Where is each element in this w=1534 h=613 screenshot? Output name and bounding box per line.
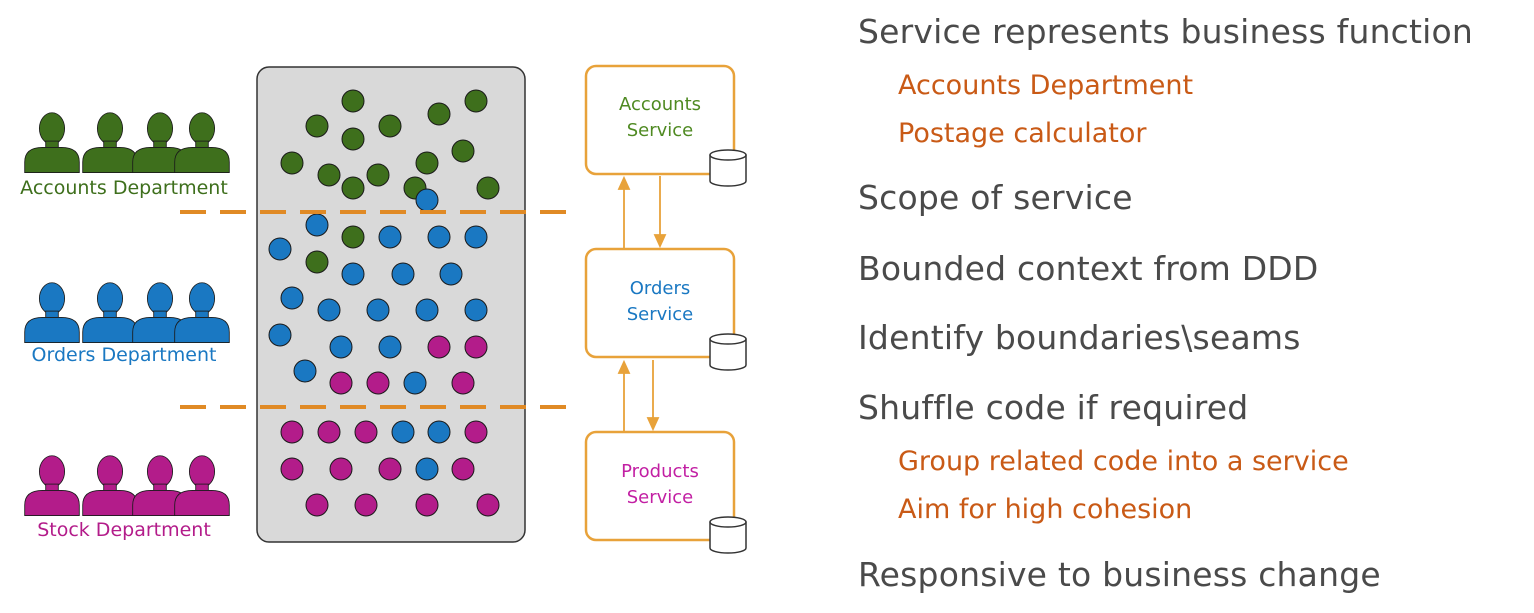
products-to-orders-arrowhead bbox=[617, 359, 631, 374]
bullet-postage-calculator: Postage calculator bbox=[898, 118, 1147, 149]
code-dot-green bbox=[341, 127, 365, 151]
stock-person-icon bbox=[82, 455, 138, 517]
code-dot-blue bbox=[366, 298, 390, 322]
orders-to-accounts-arrowhead bbox=[617, 175, 631, 190]
code-dot-blue bbox=[341, 262, 365, 286]
orders-service-box bbox=[584, 247, 736, 359]
orders-service-line1: Orders bbox=[630, 278, 691, 299]
accounts-service-line1: Accounts bbox=[619, 94, 701, 115]
accounts-person-icon bbox=[24, 112, 80, 174]
code-dot-magenta bbox=[354, 493, 378, 517]
bullet-high-cohesion: Aim for high cohesion bbox=[898, 494, 1193, 525]
stock-person-icon bbox=[24, 455, 80, 517]
code-dot-blue bbox=[268, 323, 292, 347]
orders-service-line2: Service bbox=[627, 304, 694, 325]
code-dot-green bbox=[476, 176, 500, 200]
code-dot-green bbox=[366, 163, 390, 187]
code-dot-magenta bbox=[464, 335, 488, 359]
code-dot-blue bbox=[391, 420, 415, 444]
code-dot-green bbox=[451, 139, 475, 163]
code-dot-blue bbox=[415, 457, 439, 481]
code-dot-blue bbox=[391, 262, 415, 286]
accounts-database-icon bbox=[709, 149, 747, 187]
department-people-group bbox=[24, 112, 230, 517]
code-dot-magenta bbox=[329, 371, 353, 395]
accounts-to-orders-arrowhead bbox=[653, 234, 667, 249]
code-dot-magenta bbox=[476, 493, 500, 517]
code-dot-green bbox=[427, 102, 451, 126]
accounts-service-box bbox=[584, 64, 736, 176]
code-dot-blue bbox=[280, 286, 304, 310]
code-dot-blue bbox=[268, 237, 292, 261]
code-dot-green bbox=[464, 89, 488, 113]
code-dot-blue bbox=[378, 335, 402, 359]
code-dot-blue bbox=[464, 225, 488, 249]
code-dot-blue bbox=[403, 371, 427, 395]
code-dot-green bbox=[280, 151, 304, 175]
orders-department-label: Orders Department bbox=[32, 344, 217, 366]
code-dot-green bbox=[305, 250, 329, 274]
products-service-line2: Service bbox=[627, 487, 694, 508]
code-dot-magenta bbox=[354, 420, 378, 444]
code-dot-magenta bbox=[464, 420, 488, 444]
code-dot-magenta bbox=[280, 420, 304, 444]
code-dot-blue bbox=[464, 298, 488, 322]
orders-to-products-arrowhead bbox=[646, 417, 660, 432]
code-dot-blue bbox=[415, 298, 439, 322]
code-dot-magenta bbox=[280, 457, 304, 481]
products-database-icon bbox=[709, 516, 747, 554]
accounts-service-line2: Service bbox=[627, 120, 694, 141]
code-dot-blue bbox=[329, 335, 353, 359]
bullet-group-related-code: Group related code into a service bbox=[898, 446, 1349, 477]
code-dot-magenta bbox=[366, 371, 390, 395]
bullet-shuffle-code: Shuffle code if required bbox=[858, 388, 1249, 427]
code-dot-green bbox=[341, 89, 365, 113]
accounts-department-label: Accounts Department bbox=[20, 177, 228, 199]
code-dot-blue bbox=[427, 225, 451, 249]
code-dot-magenta bbox=[305, 493, 329, 517]
code-dot-blue bbox=[305, 213, 329, 237]
code-dot-magenta bbox=[317, 420, 341, 444]
products-service-line1: Products bbox=[621, 461, 699, 482]
bullet-scope-of-service: Scope of service bbox=[858, 178, 1133, 217]
bullet-identify-boundaries: Identify boundaries\seams bbox=[858, 318, 1301, 357]
code-dot-magenta bbox=[451, 457, 475, 481]
code-dot-green bbox=[341, 225, 365, 249]
code-dot-blue bbox=[317, 298, 341, 322]
stock-department-label: Stock Department bbox=[37, 519, 211, 541]
code-dot-green bbox=[378, 114, 402, 138]
code-dot-green bbox=[341, 176, 365, 200]
accounts-person-icon bbox=[82, 112, 138, 174]
slide-bullet-list: Service represents business function Acc… bbox=[858, 0, 1534, 613]
monolith-code-dots bbox=[268, 89, 500, 517]
bullet-responsive-change: Responsive to business change bbox=[858, 555, 1381, 594]
microservices-diagram: Accounts Department Orders Department St… bbox=[20, 64, 747, 554]
products-service-box bbox=[584, 430, 736, 542]
orders-person-icon bbox=[82, 282, 138, 344]
code-dot-magenta bbox=[378, 457, 402, 481]
code-dot-magenta bbox=[427, 335, 451, 359]
code-dot-magenta bbox=[451, 371, 475, 395]
code-dot-blue bbox=[293, 359, 317, 383]
bullet-service-business-function: Service represents business function bbox=[858, 12, 1474, 51]
code-dot-blue bbox=[415, 188, 439, 212]
stock-person-icon bbox=[174, 455, 230, 517]
code-dot-green bbox=[415, 151, 439, 175]
code-dot-magenta bbox=[415, 493, 439, 517]
accounts-person-icon bbox=[174, 112, 230, 174]
bullet-bounded-context: Bounded context from DDD bbox=[858, 249, 1319, 288]
code-dot-magenta bbox=[329, 457, 353, 481]
code-dot-blue bbox=[378, 225, 402, 249]
orders-person-icon bbox=[174, 282, 230, 344]
bullet-accounts-department: Accounts Department bbox=[898, 70, 1194, 101]
code-dot-green bbox=[317, 163, 341, 187]
code-dot-blue bbox=[427, 420, 451, 444]
orders-database-icon bbox=[709, 333, 747, 371]
code-dot-blue bbox=[439, 262, 463, 286]
code-dot-green bbox=[305, 114, 329, 138]
orders-person-icon bbox=[24, 282, 80, 344]
